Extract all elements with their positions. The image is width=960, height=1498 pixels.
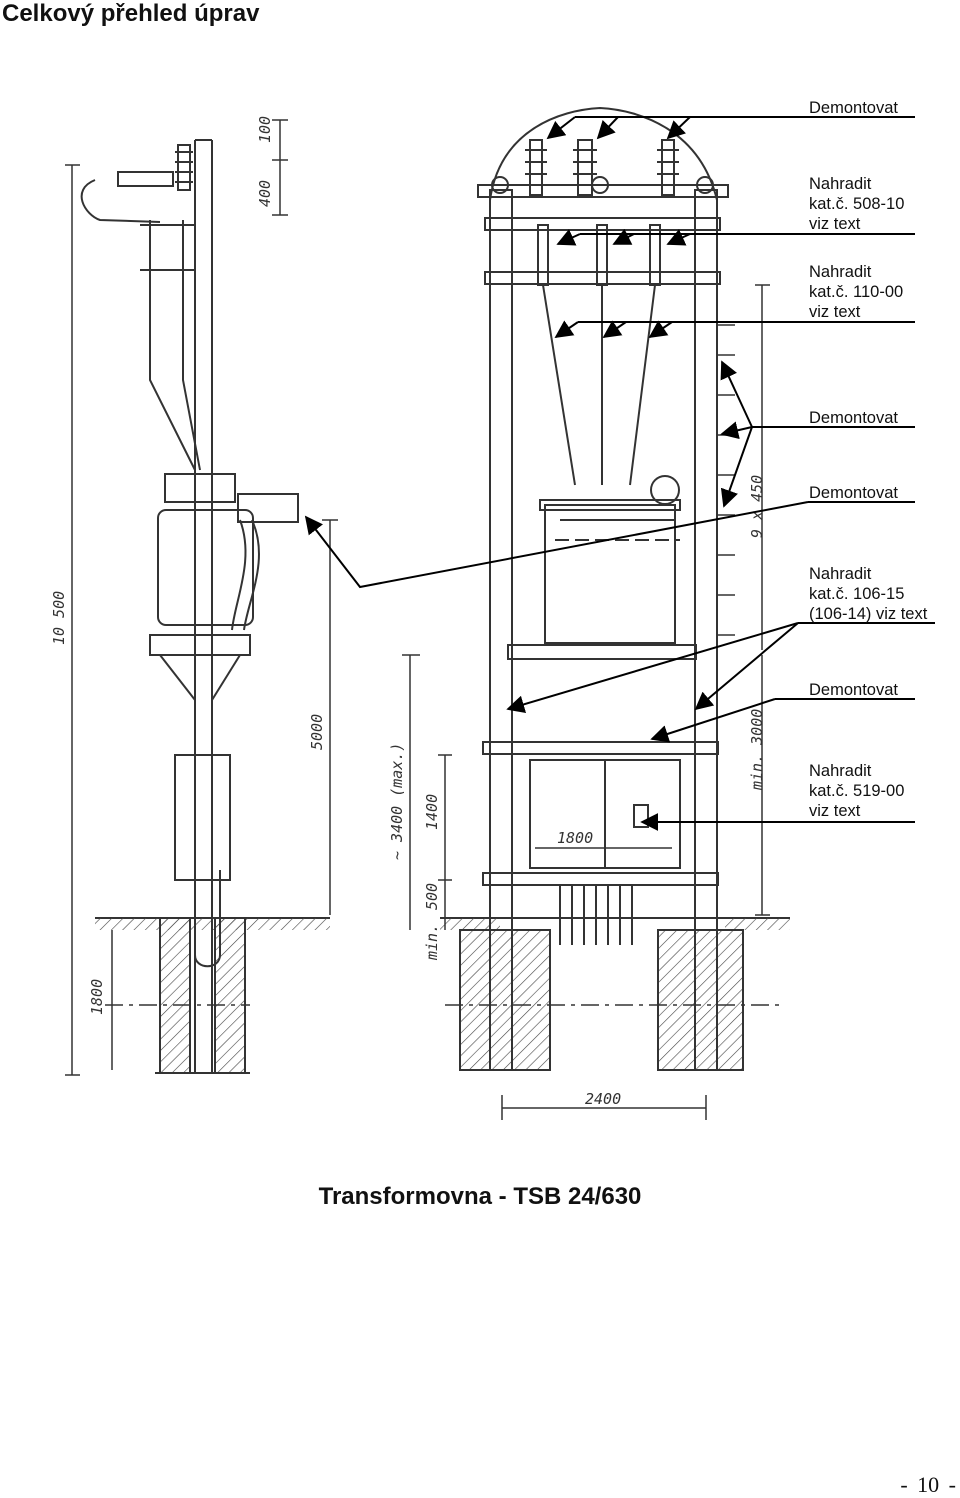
conductors xyxy=(542,284,656,486)
pole-top-insulators xyxy=(80,144,201,471)
annotation-label: Nahradit kat.č. 110-00 viz text xyxy=(809,263,904,321)
drawing-caption: Transformovna - TSB 24/630 xyxy=(318,1183,642,1210)
frame-columns xyxy=(489,189,718,1071)
foundation-right-b xyxy=(657,929,744,1071)
dim-1800-box: 1800 xyxy=(557,829,593,847)
foundation-right-a xyxy=(459,929,551,1071)
annotation-label: Nahradit kat.č. 519-00 viz text xyxy=(809,762,905,820)
platform-right xyxy=(482,644,719,886)
dim-100: 100 xyxy=(256,116,274,143)
top-insulators xyxy=(477,106,729,201)
annotation-label: Demontovat xyxy=(809,484,898,502)
page-number: - 10 - xyxy=(900,1472,956,1497)
annotation-label: Demontovat xyxy=(809,99,898,117)
annotation-label: Nahradit kat.č. 106-15 (106-14) viz text xyxy=(809,565,928,623)
platform-left xyxy=(149,634,251,881)
ground-right xyxy=(440,917,790,930)
transformer-side xyxy=(157,473,299,631)
dim-10500: 10 500 xyxy=(50,591,68,645)
dim-500: 500 xyxy=(423,883,441,910)
cable-bundle xyxy=(559,885,633,945)
transformer-front xyxy=(539,475,681,644)
cable-loop-left xyxy=(194,870,221,968)
dim-400: 400 xyxy=(256,180,274,207)
dim-2400: 2400 xyxy=(585,1090,621,1108)
foundation-left-a xyxy=(159,917,191,1074)
fuse-crossarms xyxy=(484,217,721,286)
page-title: Celkový přehled úprav xyxy=(2,0,260,27)
transformer-station-drawing: 100 400 10 500 5000 1800 ~ 3400 (max.) 1… xyxy=(50,106,935,1120)
dim-5000: 5000 xyxy=(308,714,326,750)
annotation-label: Demontovat xyxy=(809,681,898,699)
concrete-pole xyxy=(194,139,213,1073)
annotation-label: Demontovat xyxy=(809,409,898,427)
annotation-label: Nahradit kat.č. 508-10 viz text xyxy=(809,175,905,233)
dim-min-3000: min. 3000 xyxy=(748,709,766,791)
dim-min: min. xyxy=(423,924,441,961)
dim-3400: ~ 3400 (max.) xyxy=(388,743,406,860)
dim-9x450: 9 x 450 xyxy=(748,475,766,538)
dim-1800-left: 1800 xyxy=(88,979,106,1015)
dim-1400: 1400 xyxy=(423,794,441,830)
